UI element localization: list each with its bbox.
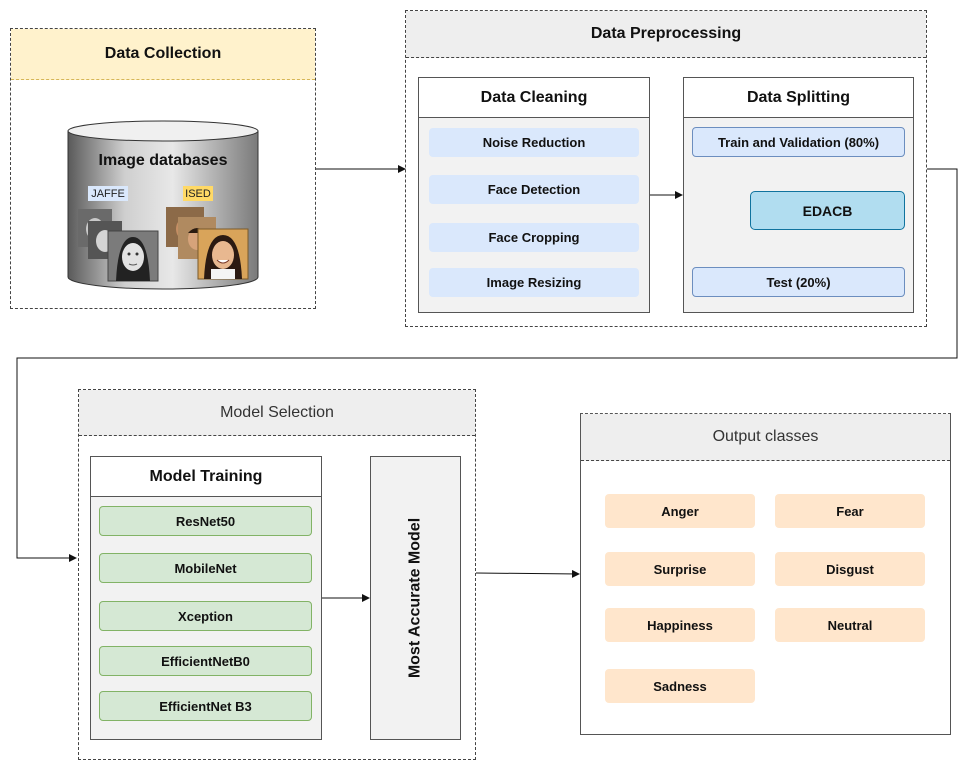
data-collection-section bbox=[10, 28, 316, 309]
step-image-resizing: Image Resizing bbox=[429, 268, 639, 297]
arrow-model-selection-to-output bbox=[475, 569, 580, 578]
class-happiness: Happiness bbox=[605, 608, 755, 642]
jaffe-label: JAFFE bbox=[88, 186, 128, 201]
model-selection-section bbox=[78, 389, 476, 760]
data-preprocessing-title: Data Preprocessing bbox=[406, 11, 926, 58]
class-anger: Anger bbox=[605, 494, 755, 528]
data-splitting-title: Data Splitting bbox=[683, 77, 914, 118]
edacb-box: EDACB bbox=[750, 191, 905, 230]
step-face-cropping: Face Cropping bbox=[429, 223, 639, 252]
model-resnet50: ResNet50 bbox=[99, 506, 312, 536]
train-validation-split: Train and Validation (80%) bbox=[692, 127, 905, 157]
step-face-detection: Face Detection bbox=[429, 175, 639, 204]
ised-label: ISED bbox=[183, 186, 213, 201]
output-classes-section bbox=[580, 413, 951, 735]
model-selection-title: Model Selection bbox=[79, 390, 475, 436]
data-collection-title: Data Collection bbox=[11, 29, 315, 80]
step-noise-reduction: Noise Reduction bbox=[429, 128, 639, 157]
most-accurate-model-box bbox=[370, 456, 461, 740]
class-disgust: Disgust bbox=[775, 552, 925, 586]
class-fear: Fear bbox=[775, 494, 925, 528]
model-training-title: Model Training bbox=[90, 456, 322, 497]
model-xception: Xception bbox=[99, 601, 312, 631]
class-neutral: Neutral bbox=[775, 608, 925, 642]
model-efficientnetb0: EfficientNetB0 bbox=[99, 646, 312, 676]
output-classes-title: Output classes bbox=[581, 414, 950, 461]
data-preprocessing-section bbox=[405, 10, 927, 327]
jaffe-face-photos bbox=[78, 209, 159, 282]
test-split: Test (20%) bbox=[692, 267, 905, 297]
most-accurate-model-label: Most Accurate Model bbox=[406, 517, 424, 679]
class-sadness: Sadness bbox=[605, 669, 755, 703]
arrow-preprocessing-to-model-selection bbox=[16, 168, 958, 562]
class-surprise: Surprise bbox=[605, 552, 755, 586]
ised-face-photos bbox=[166, 207, 249, 280]
model-mobilenet: MobileNet bbox=[99, 553, 312, 583]
data-cleaning-title: Data Cleaning bbox=[418, 77, 650, 118]
image-databases-label: Image databases bbox=[98, 152, 228, 169]
model-efficientnet-b3: EfficientNet B3 bbox=[99, 691, 312, 721]
